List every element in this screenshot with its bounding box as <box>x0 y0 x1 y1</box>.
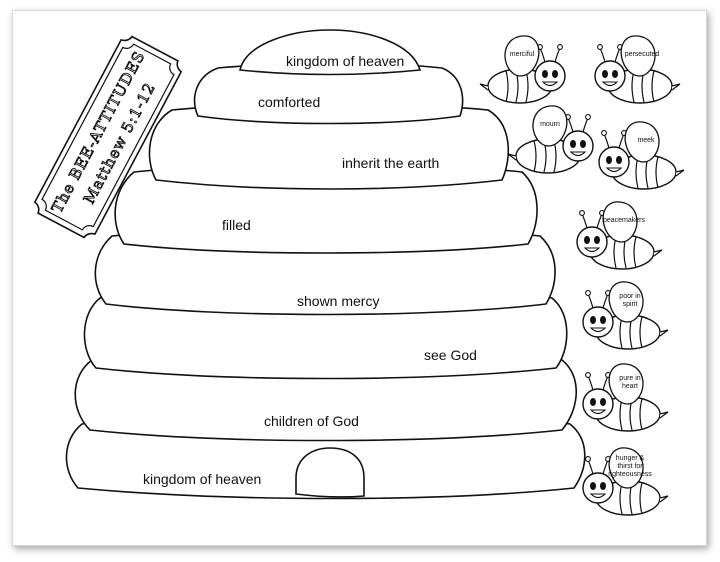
bee-wing <box>504 35 540 77</box>
bee: mourn <box>507 105 594 174</box>
bee-wing-text: mourn <box>540 121 560 128</box>
hive-band-1 <box>239 29 422 76</box>
bee-cutouts: merciful persecuted mourn meek peacemakers po… <box>479 35 685 516</box>
bee-wing-text: persecuted <box>625 51 660 58</box>
bee-wing <box>532 105 568 147</box>
hive-label-1: kingdom of heaven <box>286 53 404 69</box>
hive-label-8: kingdom of heaven <box>143 471 261 487</box>
bee-wing <box>602 201 638 243</box>
bee-wing <box>608 281 644 323</box>
hive-band-3 <box>148 103 510 190</box>
hive-label-7: children of God <box>264 413 359 429</box>
bee-wing <box>620 35 656 77</box>
beehive <box>65 29 586 500</box>
bee: persecuted <box>594 35 681 104</box>
bee-wing-text: merciful <box>510 51 535 58</box>
hive-label-2: comforted <box>258 94 320 110</box>
hive-label-4: filled <box>222 217 251 233</box>
bee-wing-text: meek <box>637 137 655 144</box>
bee: merciful <box>479 35 566 104</box>
bee-wing <box>624 121 660 163</box>
hive-label-6: see God <box>424 347 477 363</box>
bee: meek <box>598 121 685 190</box>
hive-band-2 <box>193 62 464 125</box>
bee: peacemakers <box>576 201 663 270</box>
bee-wing <box>608 447 644 489</box>
bee-wing-text: peacemakers <box>603 217 646 224</box>
bee-wing <box>608 363 644 405</box>
hive-label-5: shown mercy <box>297 293 379 309</box>
hive-label-3: inherit the earth <box>342 155 439 171</box>
hive-entrance <box>295 447 365 498</box>
